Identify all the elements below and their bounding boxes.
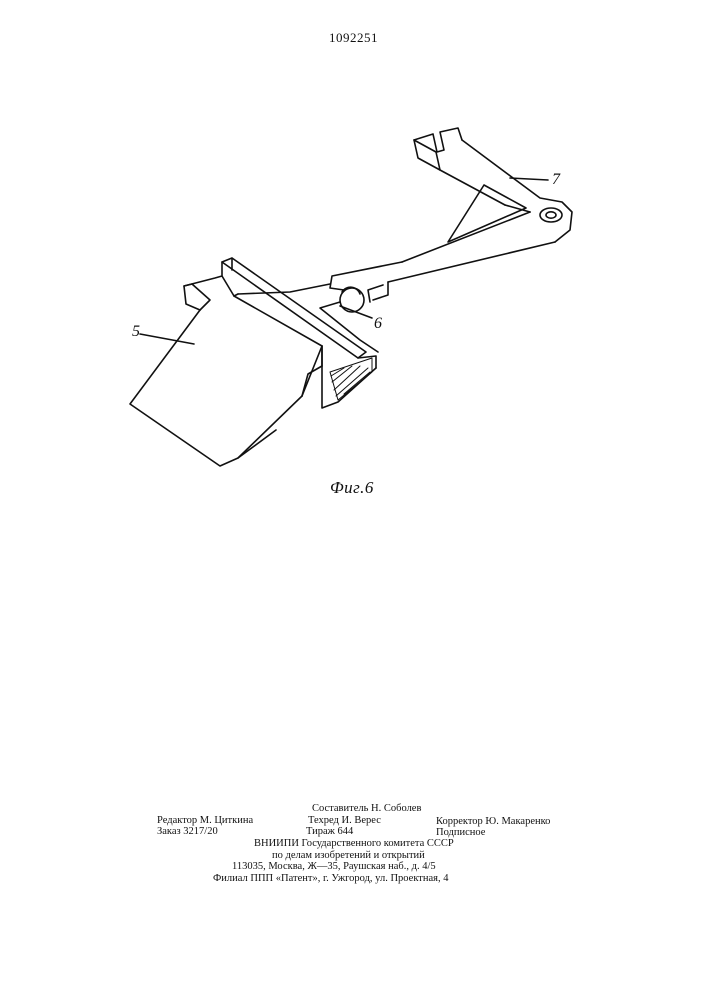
- circulation-line: Тираж 644: [306, 826, 353, 837]
- subscription-line: Подписное: [436, 827, 485, 838]
- address-line: 113035, Москва, Ж—35, Раушская наб., д. …: [232, 861, 436, 872]
- label-part-6: 6: [374, 315, 382, 332]
- organization-line-1: ВНИИПИ Государственного комитета СССР: [254, 838, 454, 849]
- leader-line-6: [340, 306, 372, 318]
- order-line: Заказ 3217/20: [157, 826, 218, 837]
- figure-caption: Фиг.6: [330, 478, 374, 498]
- ball-part-6: [340, 287, 364, 312]
- lever-part-7: [330, 128, 572, 302]
- techred-line: Техред И. Верес: [308, 815, 381, 826]
- branch-line: Филиал ППП «Патент», г. Ужгород, ул. Про…: [213, 873, 448, 884]
- editor-line: Редактор М. Циткина: [157, 815, 253, 826]
- label-part-5: 5: [132, 323, 140, 340]
- organization-line-2: по делам изобретений и открытий: [272, 850, 425, 861]
- compiler-line: Составитель Н. Соболев: [312, 803, 421, 814]
- section-hatching: [330, 358, 372, 400]
- leader-line-5: [140, 334, 194, 344]
- corrector-line: Корректор Ю. Макаренко: [436, 816, 550, 827]
- label-part-7: 7: [552, 171, 561, 188]
